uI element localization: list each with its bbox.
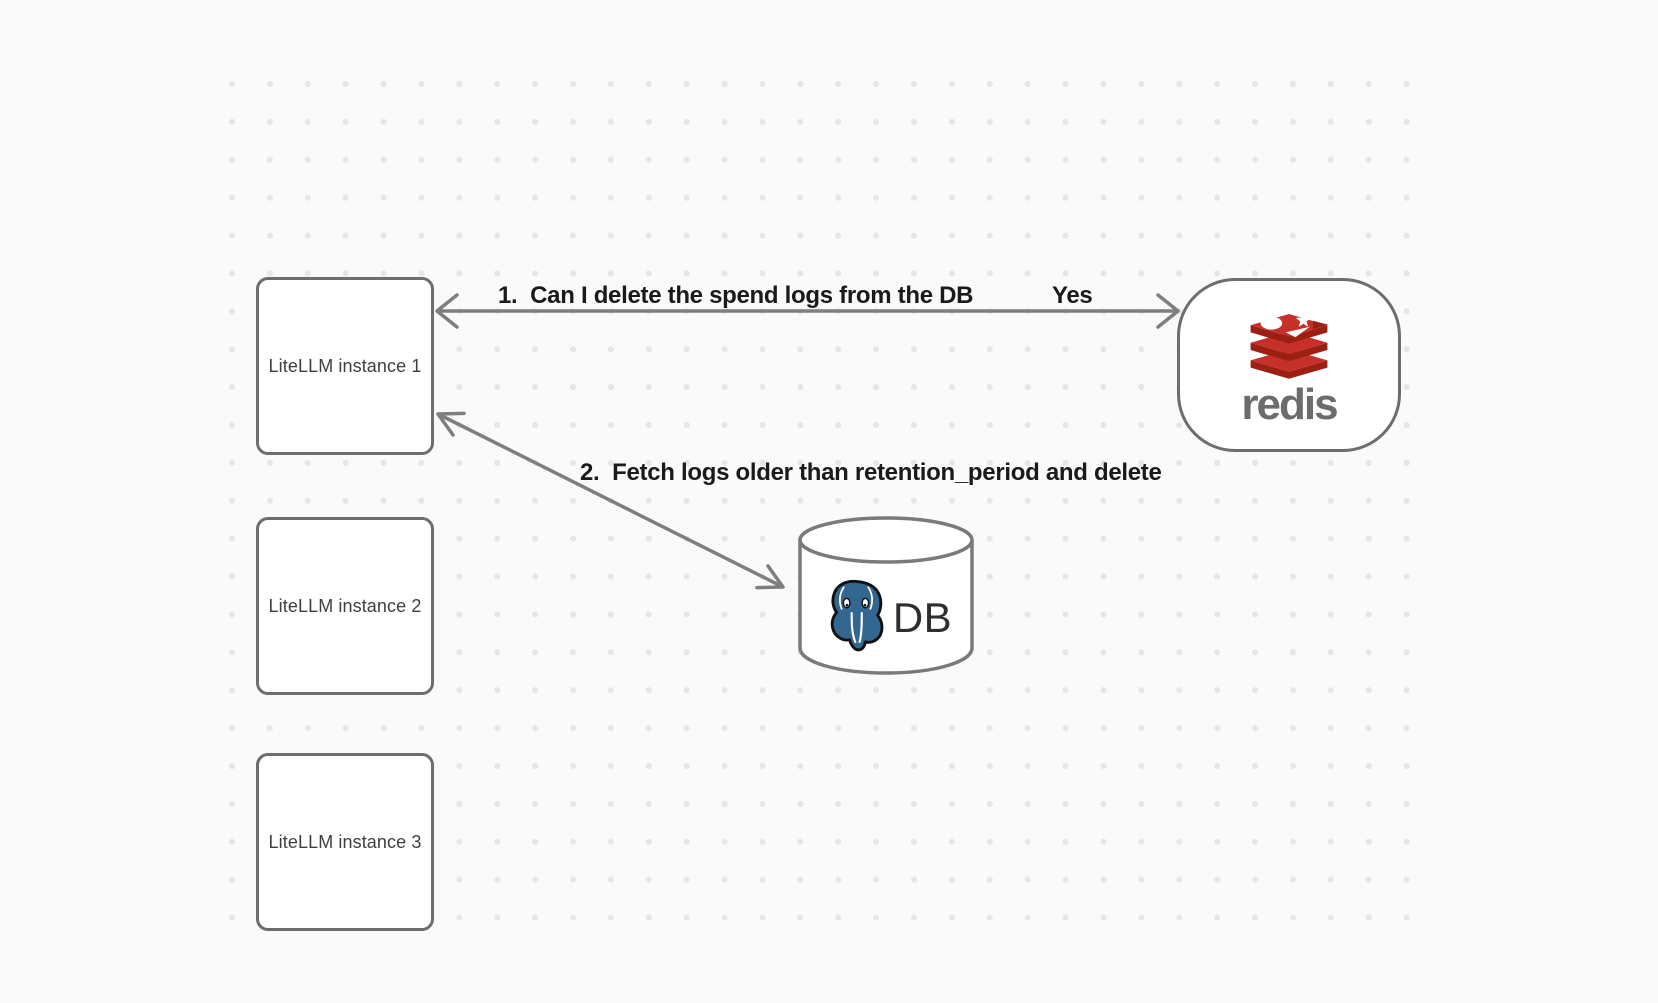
node-litellm-instance-2[interactable]: LiteLLM instance 2 xyxy=(256,517,434,695)
arrow-label-request: 1. Can I delete the spend logs from the … xyxy=(498,282,974,309)
redis-logo-icon xyxy=(1241,310,1337,387)
postgresql-elephant-icon xyxy=(820,577,892,660)
node-database[interactable]: DB xyxy=(796,514,976,678)
node-redis[interactable]: redis xyxy=(1177,278,1401,452)
node-label: LiteLLM instance 3 xyxy=(268,831,422,852)
node-litellm-instance-3[interactable]: LiteLLM instance 3 xyxy=(256,753,434,931)
node-litellm-instance-1[interactable]: LiteLLM instance 1 xyxy=(256,277,434,455)
db-label: DB xyxy=(892,594,953,641)
node-label: LiteLLM instance 1 xyxy=(268,355,422,376)
arrow-label-response-yes: Yes xyxy=(1052,282,1093,309)
redis-wordmark: redis xyxy=(1241,379,1338,429)
node-label: LiteLLM instance 2 xyxy=(268,595,422,616)
arrow-label-fetch: 2. Fetch logs older than retention_perio… xyxy=(580,459,1162,486)
